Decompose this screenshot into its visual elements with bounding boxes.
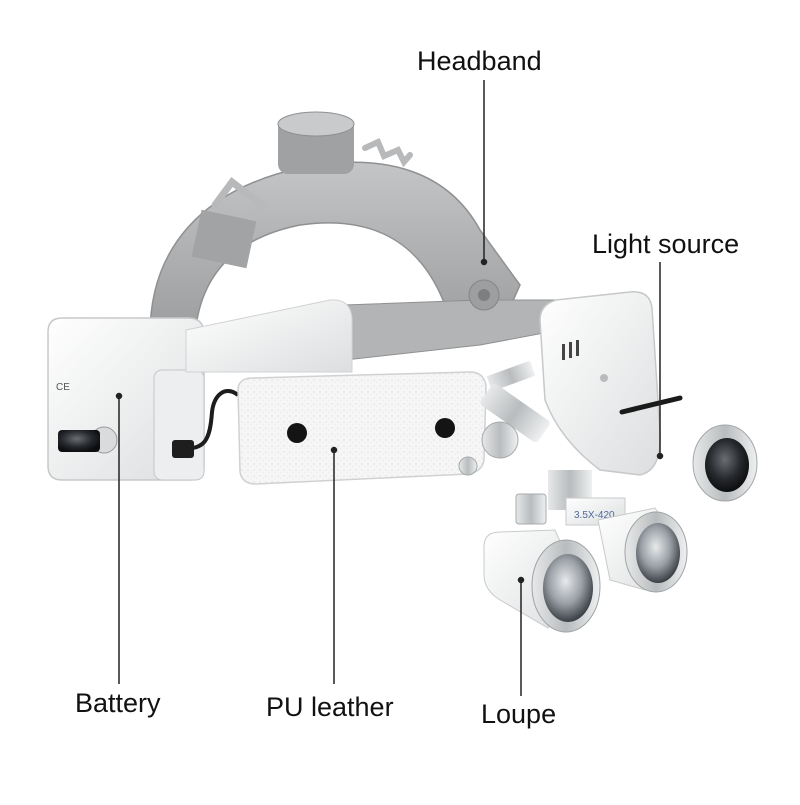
headband <box>149 111 561 361</box>
rivet <box>287 423 307 443</box>
battery: CE <box>47 317 240 481</box>
label-battery: Battery <box>75 688 161 718</box>
loupe: 3.5X-420 <box>483 493 688 633</box>
headband-dot <box>480 258 488 266</box>
pu-leather-pad <box>185 299 487 485</box>
label-pu-leather: PU leather <box>266 692 394 722</box>
adjustment-knob <box>277 111 355 174</box>
vent-slots-icon <box>562 340 579 360</box>
light-source <box>539 291 758 502</box>
pu-leather-dot <box>330 446 338 454</box>
callout-lines <box>115 80 664 696</box>
ce-mark: CE <box>56 382 70 393</box>
light-lens-icon <box>692 424 758 502</box>
loupe-lens-right-icon <box>624 511 688 593</box>
magnification-mark: 3.5X-420 <box>574 510 615 521</box>
label-headband: Headband <box>417 46 542 76</box>
battery-dot <box>115 392 123 400</box>
power-knob-icon <box>58 426 118 454</box>
loupe-lens-left-icon <box>531 539 601 633</box>
label-loupe: Loupe <box>481 699 557 729</box>
loupe-dot <box>517 576 525 584</box>
light-source-dot <box>656 452 664 460</box>
rivet <box>435 418 455 438</box>
label-light-source: Light source <box>592 229 740 259</box>
